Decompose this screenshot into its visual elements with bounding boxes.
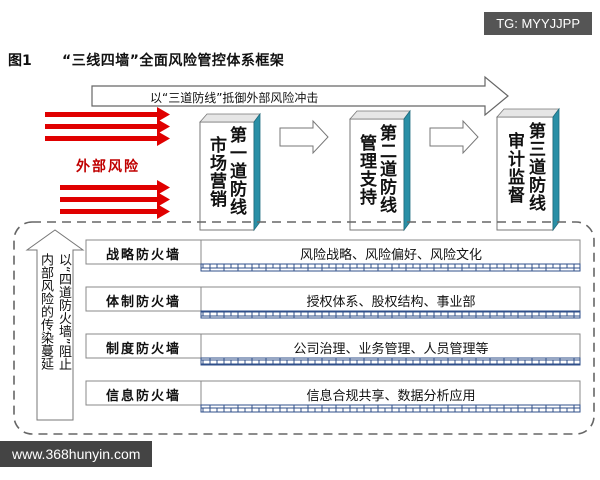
wall-4-label: 信息防火墙 bbox=[105, 389, 181, 404]
line2-role: 管理支持 bbox=[356, 134, 376, 206]
inner-upward-arrow bbox=[25, 229, 85, 421]
arrow-line1-to-line2 bbox=[279, 119, 329, 155]
wall-row-2 bbox=[85, 286, 581, 319]
top-defense-arrow bbox=[91, 75, 509, 117]
defense-line-1-box bbox=[199, 112, 261, 232]
internal-risk-container bbox=[13, 221, 595, 435]
watermark-top-right: TG: MYYJJPP bbox=[484, 12, 592, 35]
inner-arrow-text-2: 内部风险的传染蔓延 bbox=[38, 253, 53, 370]
wall-2-desc: 授权体系、股权结构、事业部 bbox=[306, 295, 476, 310]
top-arrow-label: 以“三道防线”抵御外部风险冲击 bbox=[150, 91, 319, 105]
external-risk-arrows-lower bbox=[60, 180, 170, 219]
line3-role: 审计监督 bbox=[504, 132, 524, 204]
defense-line-2-box bbox=[349, 109, 411, 232]
figure-title: “三线四墙”全面风险管控体系框架 bbox=[62, 53, 285, 69]
line2-name: 第二道防线 bbox=[376, 124, 396, 214]
figure-label: 图1 bbox=[8, 53, 32, 69]
wall-row-3 bbox=[85, 333, 581, 366]
wall-1-desc: 风险战略、风险偏好、风险文化 bbox=[299, 248, 482, 263]
external-risk-label: 外部风险 bbox=[76, 159, 140, 175]
inner-arrow-text-1: 以“四道防火墙”阻止 bbox=[56, 253, 71, 371]
external-risk-arrows-upper bbox=[45, 107, 170, 146]
wall-row-4 bbox=[85, 380, 581, 413]
wall-1-label: 战略防火墙 bbox=[105, 248, 181, 263]
wall-2-label: 体制防火墙 bbox=[105, 295, 181, 310]
wall-4-desc: 信息合规共享、数据分析应用 bbox=[306, 389, 476, 404]
line1-role: 市场营销 bbox=[206, 136, 226, 208]
wall-3-label: 制度防火墙 bbox=[105, 342, 181, 357]
watermark-bottom-left: www.368hunyin.com bbox=[0, 441, 153, 467]
wall-row-1 bbox=[85, 239, 581, 272]
line3-name: 第三道防线 bbox=[525, 122, 545, 212]
arrow-line2-to-line3 bbox=[429, 119, 479, 155]
line1-name: 第一道防线 bbox=[226, 126, 246, 216]
wall-3-desc: 公司治理、业务管理、人员管理等 bbox=[293, 342, 489, 357]
